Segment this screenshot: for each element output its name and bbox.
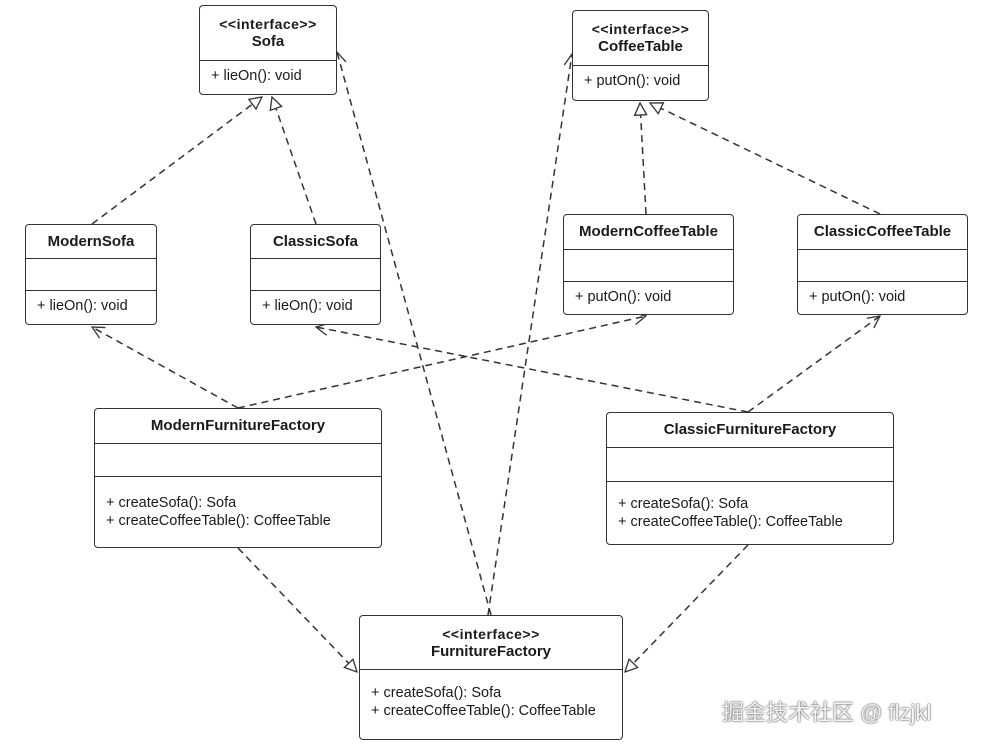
dependency-edge-modernfurniturefactory-to-moderncoffeetable	[237, 316, 646, 409]
class-classiccoffeetable-attributes	[798, 250, 967, 282]
operation: + putOn(): void	[575, 289, 672, 305]
class-modernfurniturefactory-name: ModernFurnitureFactory	[150, 417, 326, 434]
class-sofa-header: <<interface>> Sofa	[200, 6, 336, 61]
operation: + putOn(): void	[809, 289, 906, 305]
class-classiccoffeetable-operations: + putOn(): void	[798, 282, 967, 314]
class-furniturefactory-name: FurnitureFactory	[430, 642, 551, 660]
class-classicsofa-name: ClassicSofa	[272, 232, 359, 250]
class-classicfurniturefactory-header: ClassicFurnitureFactory	[607, 413, 893, 448]
class-furniturefactory-header: <<interface>> FurnitureFactory	[360, 616, 622, 670]
class-moderncoffeetable-attributes	[564, 250, 733, 282]
class-coffeetable[interactable]: <<interface>> CoffeeTable + putOn(): voi…	[572, 10, 709, 101]
class-classicsofa-operations: + lieOn(): void	[251, 291, 380, 324]
realization-edge-modernfurniturefactory-to-furniturefactory	[237, 547, 357, 672]
dependency-edge-classicfurniturefactory-to-classicsofa	[316, 327, 749, 413]
class-modernfurniturefactory-header: ModernFurnitureFactory	[95, 409, 381, 444]
class-sofa[interactable]: <<interface>> Sofa + lieOn(): void	[199, 5, 337, 95]
operation: + createCoffeeTable(): CoffeeTable	[106, 513, 331, 529]
class-sofa-name: Sofa	[251, 33, 285, 50]
class-coffeetable-operations: + putOn(): void	[573, 66, 708, 100]
class-coffeetable-stereotype: <<interface>>	[591, 21, 690, 37]
class-classicsofa[interactable]: ClassicSofa + lieOn(): void	[250, 224, 381, 325]
operation: + createSofa(): Sofa	[106, 495, 237, 511]
realization-edge-classicfurniturefactory-to-furniturefactory	[625, 544, 749, 672]
dependency-edge-furniturefactory-to-coffeetable	[487, 54, 572, 616]
operation: + createCoffeeTable(): CoffeeTable	[618, 514, 843, 530]
class-furniturefactory-stereotype: <<interface>>	[442, 625, 540, 642]
realization-edge-classiccoffeetable-to-coffeetable	[650, 103, 881, 215]
operation: + createSofa(): Sofa	[618, 496, 749, 512]
operation: + createSofa(): Sofa	[371, 685, 502, 701]
class-modernfurniturefactory[interactable]: ModernFurnitureFactory + createSofa(): S…	[94, 408, 382, 548]
class-classicsofa-attributes	[251, 259, 380, 291]
operation: + lieOn(): void	[211, 68, 302, 84]
class-sofa-operations: + lieOn(): void	[200, 61, 336, 94]
realization-edge-moderncoffeetable-to-coffeetable	[640, 103, 646, 215]
class-moderncoffeetable-header: ModernCoffeeTable	[564, 215, 733, 250]
operation: + lieOn(): void	[262, 298, 353, 314]
class-moderncoffeetable[interactable]: ModernCoffeeTable + putOn(): void	[563, 214, 734, 315]
operation: + lieOn(): void	[37, 298, 128, 314]
class-moderncoffeetable-name: ModernCoffeeTable	[579, 223, 718, 240]
class-classicsofa-header: ClassicSofa	[251, 225, 380, 259]
class-modernsofa-name: ModernSofa	[47, 232, 135, 250]
class-coffeetable-name: CoffeeTable	[598, 38, 683, 55]
class-classiccoffeetable[interactable]: ClassicCoffeeTable + putOn(): void	[797, 214, 968, 315]
class-moderncoffeetable-operations: + putOn(): void	[564, 282, 733, 314]
class-sofa-stereotype: <<interface>>	[219, 16, 317, 32]
dependency-edge-furniturefactory-to-sofa	[337, 52, 492, 616]
dependency-edge-modernfurniturefactory-to-modernsofa	[92, 327, 239, 409]
class-furniturefactory-operations: + createSofa(): Sofa + createCoffeeTable…	[360, 670, 622, 739]
dependency-edge-classicfurniturefactory-to-classiccoffeetable	[747, 316, 880, 413]
class-modernsofa-header: ModernSofa	[26, 225, 156, 259]
class-classicfurniturefactory-attributes	[607, 448, 893, 482]
class-modernsofa-operations: + lieOn(): void	[26, 291, 156, 324]
class-modernfurniturefactory-attributes	[95, 444, 381, 477]
class-modernsofa-attributes	[26, 259, 156, 291]
realization-edge-modernsofa-to-sofa	[91, 97, 262, 225]
class-furniturefactory[interactable]: <<interface>> FurnitureFactory + createS…	[359, 615, 623, 740]
class-classiccoffeetable-header: ClassicCoffeeTable	[798, 215, 967, 250]
class-classicfurniturefactory[interactable]: ClassicFurnitureFactory + createSofa(): …	[606, 412, 894, 545]
watermark-text: 掘金技术社区 @ flzjkl	[722, 700, 932, 725]
class-modernfurniturefactory-operations: + createSofa(): Sofa + createCoffeeTable…	[95, 477, 381, 547]
operation: + createCoffeeTable(): CoffeeTable	[371, 703, 596, 719]
class-coffeetable-header: <<interface>> CoffeeTable	[573, 11, 708, 66]
class-classicfurniturefactory-name: ClassicFurnitureFactory	[663, 421, 837, 438]
class-modernsofa[interactable]: ModernSofa + lieOn(): void	[25, 224, 157, 325]
class-classiccoffeetable-name: ClassicCoffeeTable	[813, 223, 952, 240]
operation: + putOn(): void	[584, 73, 681, 89]
realization-edge-classicsofa-to-sofa	[272, 97, 317, 225]
class-classicfurniturefactory-operations: + createSofa(): Sofa + createCoffeeTable…	[607, 482, 893, 544]
